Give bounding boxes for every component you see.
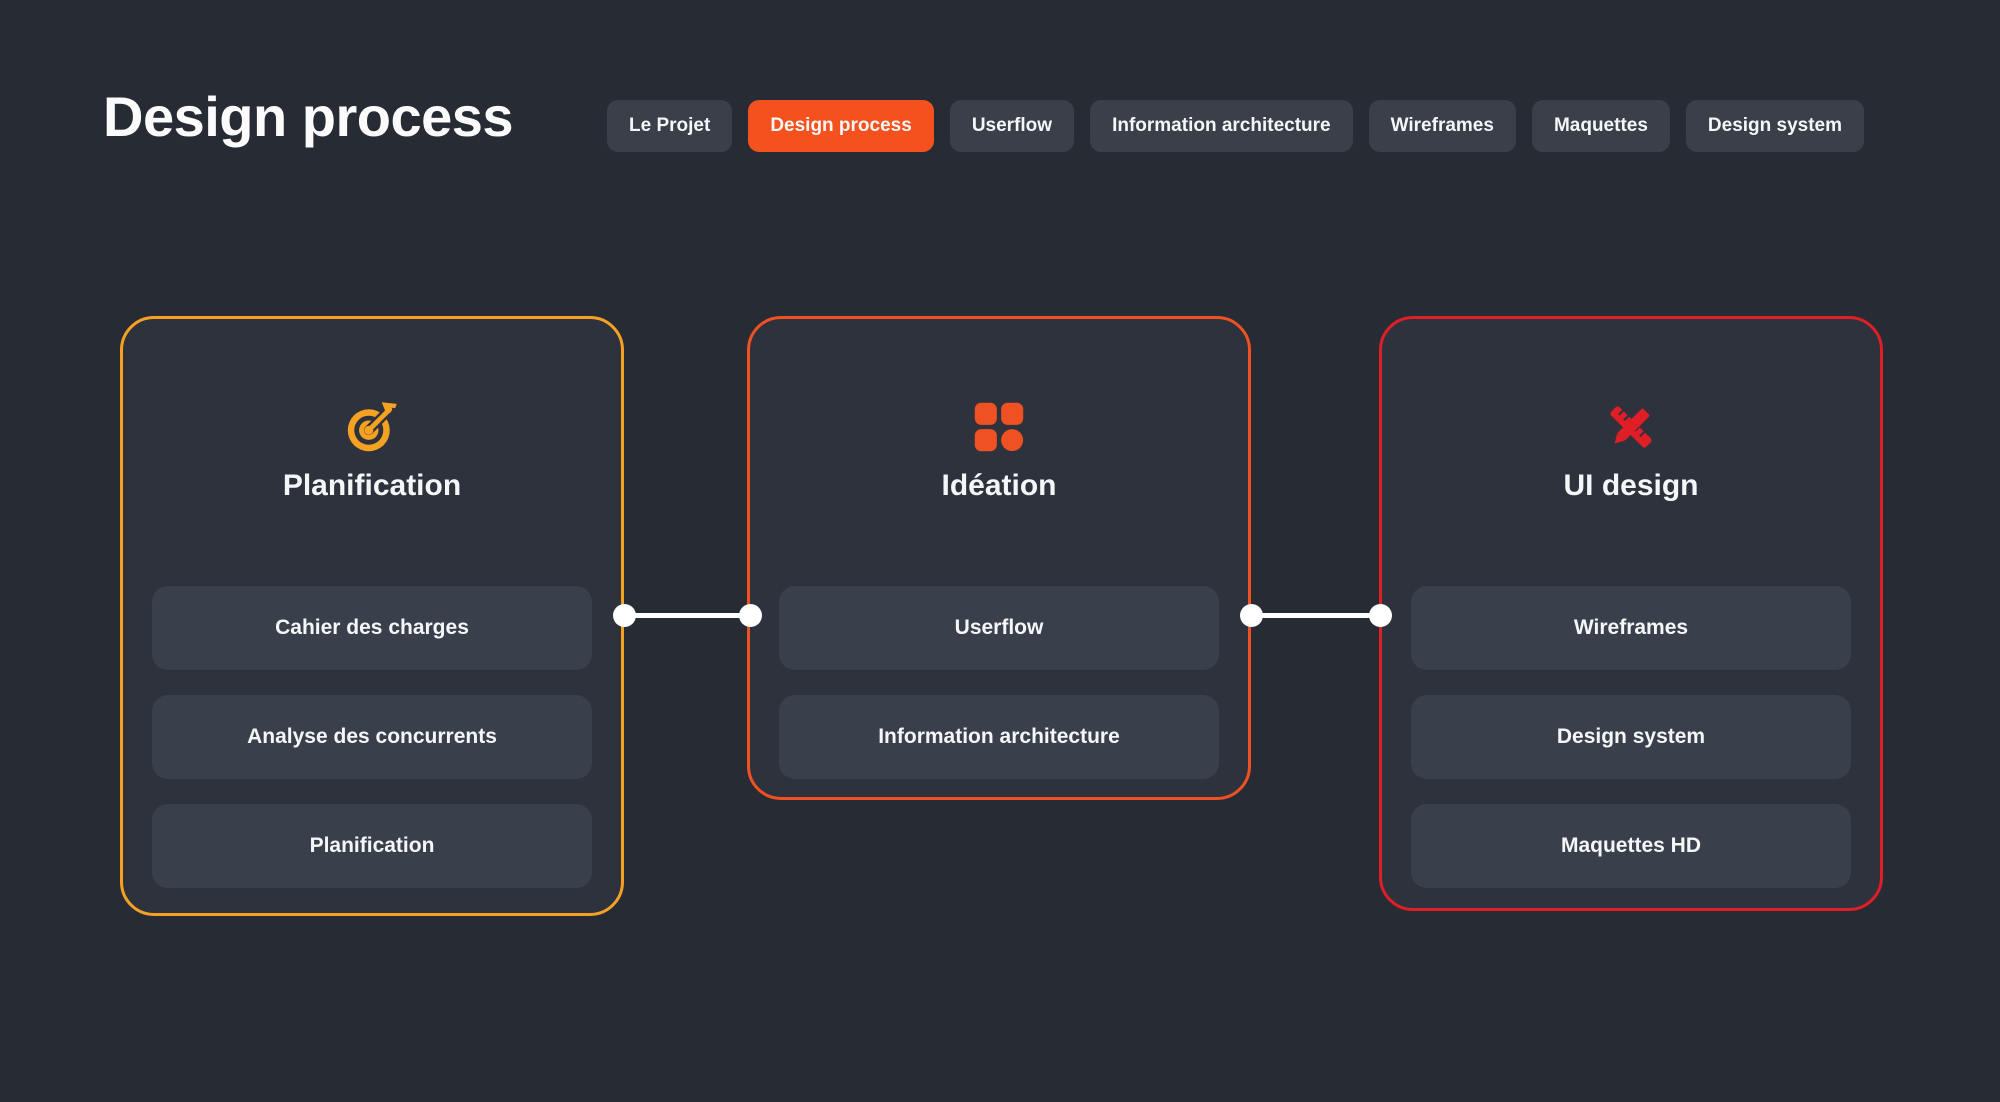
card-title: Planification [282, 469, 462, 502]
tab-maquettes[interactable]: Maquettes [1531, 100, 1670, 152]
card-item[interactable]: Wireframes [1411, 586, 1851, 670]
connector-line [1252, 613, 1381, 618]
card-items: Userflow Information architecture [779, 586, 1219, 779]
shapes-grid-icon [974, 402, 1024, 452]
connector-dot [1369, 604, 1392, 627]
card-ui-design: UI design Wireframes Design system Maque… [1379, 316, 1883, 911]
card-title: UI design [1563, 469, 1699, 502]
card-item[interactable]: Cahier des charges [152, 586, 592, 670]
card-item[interactable]: Information architecture [779, 695, 1219, 779]
card-item[interactable]: Planification [152, 804, 592, 888]
nav-tabs: Le Projet Design process Userflow Inform… [607, 100, 1865, 152]
tab-le-projet[interactable]: Le Projet [607, 100, 733, 152]
card-title: Idéation [941, 469, 1057, 502]
card-ideation: Idéation Userflow Information architectu… [747, 316, 1251, 800]
tab-design-system[interactable]: Design system [1685, 100, 1865, 152]
tab-design-process[interactable]: Design process [748, 100, 934, 152]
card-items: Cahier des charges Analyse des concurren… [152, 586, 592, 888]
card-item[interactable]: Userflow [779, 586, 1219, 670]
card-items: Wireframes Design system Maquettes HD [1411, 586, 1851, 888]
connector-line [624, 613, 751, 618]
page-title: Design process [103, 85, 514, 148]
card-planification: Planification Cahier des charges Analyse… [120, 316, 624, 916]
tab-information-architecture[interactable]: Information architecture [1090, 100, 1353, 152]
connector-dot [1240, 604, 1263, 627]
connector-dot [613, 604, 636, 627]
card-item[interactable]: Design system [1411, 695, 1851, 779]
connector-dot [739, 604, 762, 627]
pencil-ruler-icon [1610, 406, 1652, 448]
tab-userflow[interactable]: Userflow [949, 100, 1075, 152]
card-item[interactable]: Maquettes HD [1411, 804, 1851, 888]
target-icon [347, 402, 397, 452]
card-item[interactable]: Analyse des concurrents [152, 695, 592, 779]
tab-wireframes[interactable]: Wireframes [1368, 100, 1516, 152]
